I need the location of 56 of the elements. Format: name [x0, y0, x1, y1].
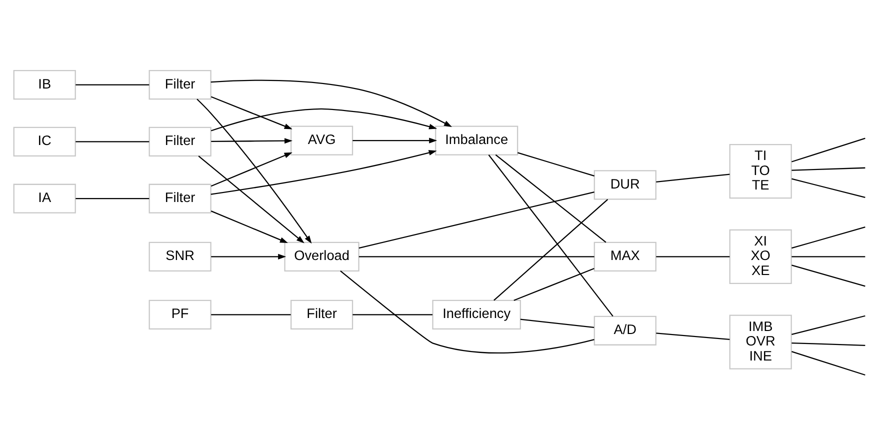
node-box: AVG	[290, 126, 353, 156]
arrow	[210, 254, 286, 260]
arrow	[210, 96, 292, 130]
node-box: Filter	[148, 126, 211, 156]
node-box: SNR	[148, 242, 211, 272]
arrow	[198, 156, 304, 244]
node-box: TI TO TE	[728, 144, 792, 199]
connector	[75, 198, 149, 200]
connector	[210, 314, 290, 316]
node-box: IMB OVR INE	[728, 314, 792, 370]
node-box: DUR	[593, 170, 656, 200]
node-box: MAX	[593, 242, 656, 272]
connector	[791, 264, 865, 287]
connector	[520, 318, 594, 328]
node-box: IA	[12, 184, 76, 214]
connector	[488, 154, 613, 317]
connector	[791, 226, 865, 249]
connector	[358, 256, 594, 258]
node-box: A/D	[593, 316, 656, 346]
node-box: XI XO XE	[728, 229, 792, 284]
node-box: Filter	[148, 184, 211, 214]
connector	[791, 178, 865, 198]
connector	[656, 332, 730, 340]
connector	[791, 315, 865, 336]
node-box: Filter	[148, 70, 211, 100]
connector	[358, 191, 594, 249]
arrow	[210, 152, 292, 187]
connector	[656, 256, 730, 258]
connector	[75, 84, 149, 86]
arrow	[196, 98, 312, 244]
connector	[494, 154, 606, 243]
node-box: PF	[148, 300, 211, 330]
arrow	[210, 150, 436, 195]
connector	[493, 198, 608, 301]
node-box: Inefficiency	[432, 300, 520, 330]
connector	[791, 351, 865, 376]
node-box: Overload	[284, 242, 359, 272]
connector	[791, 256, 865, 258]
connector	[513, 268, 594, 301]
connector	[75, 141, 149, 142]
connector	[791, 167, 865, 171]
arrow	[210, 108, 437, 132]
node-box: IC	[12, 126, 76, 156]
node-box: IB	[12, 70, 76, 100]
arrow	[210, 80, 452, 127]
arrow	[210, 138, 292, 144]
connector	[656, 174, 730, 182]
connector	[791, 342, 865, 346]
node-box: Imbalance	[434, 126, 518, 156]
node-box: Filter	[290, 300, 353, 330]
connector	[340, 270, 594, 354]
connector	[517, 152, 594, 176]
arrow	[352, 138, 437, 144]
connector	[791, 138, 865, 162]
connector	[352, 314, 432, 316]
arrow	[210, 210, 288, 244]
